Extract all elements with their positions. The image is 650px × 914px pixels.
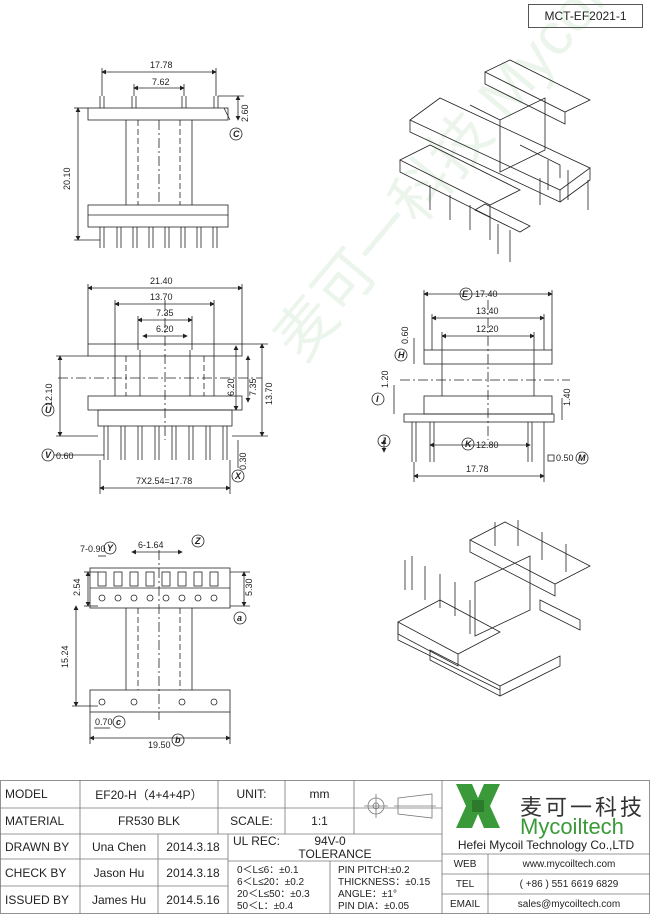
dim-side-13-40: 13.40 [476,306,499,316]
tol-4: 50＜L：±0.4 [237,900,294,912]
marker-y: Y [107,543,114,553]
tel-label: TEL [455,878,475,890]
dim-bot-15-24: 15.24 [60,645,70,668]
marker-x: X [234,471,242,481]
company-name: Hefei Mycoil Technology Co.,LTD [457,838,635,852]
model-value: EF20-H（4+4+4P） [95,787,203,802]
dim-mid-pitch: 7X2.54=17.78 [136,476,192,486]
marker-c-top: C [233,129,240,139]
email-label: EMAIL [449,898,480,910]
unit-value: mm [309,787,330,801]
check-name: Jason Hu [93,865,145,880]
dim-mid-v-6-20: 6.20 [226,378,236,396]
marker-v: V [45,450,52,460]
drawing-code: MCT-EF2021-1 [528,4,643,28]
dim-mid-x: 0.30 [238,452,248,470]
dim-side-h: 0.60 [400,326,410,344]
tol-3: 20＜L≤50：±0.3 [237,888,310,900]
dim-mid-13-70: 13.70 [150,292,173,302]
tolerance-label: TOLERANCE [298,847,372,861]
iso-view-bottom [397,520,591,697]
drawn-name: Una Chen [91,839,147,854]
material-value: FR530 BLK [117,814,181,828]
issued-date: 2014.5.16 [166,893,220,907]
check-label: CHECK BY [5,865,67,880]
dim-mid-6-20: 6.20 [156,324,174,334]
marker-c-bottom: c [116,717,121,727]
angle: ANGLE：±1° [338,888,397,900]
marker-a: a [237,613,242,623]
technical-drawing: 17.78 7.62 20.10 2.60 C 21.40 13.70 7.35… [41,59,591,750]
brand-chinese: 麦可一科技 [520,796,646,821]
dim-mid-v: 0.60 [56,451,74,461]
dim-side-k: 12.80 [476,440,499,450]
dim-bot-5-30: 5.30 [244,578,254,596]
dim-mid-width: 21.40 [150,276,173,286]
dim-mid-7-35: 7.35 [156,308,174,318]
dim-side-m: 0.50 [556,453,574,463]
model-label: MODEL [5,787,48,801]
pin-pitch: PIN PITCH:±0.2 [338,864,410,876]
company-logo-icon [456,784,500,828]
dim-side-e: 17.40 [475,289,498,299]
drawn-label: DRAWN BY [5,839,70,854]
marker-e: E [462,289,469,299]
web-label: WEB [453,858,477,870]
front-view [41,284,268,494]
dim-side-1-40: 1.40 [562,388,572,406]
dim-top-pin: 2.60 [240,104,250,122]
tel-value: ( +86 ) 551 6619 6829 [519,878,619,890]
iso-view-top [399,59,591,262]
marker-m: M [578,453,586,463]
issued-label: ISSUED BY [5,893,70,907]
unit-label: UNIT: [236,787,267,801]
ulrec-value: 94V-0 [314,834,346,848]
marker-i: I [376,394,379,404]
material-label: MATERIAL [5,814,65,828]
side-view [371,287,589,482]
title-block: MODEL EF20-H（4+4+4P） UNIT: mm MATERIAL F… [0,776,650,914]
dim-bot-b: 19.50 [148,740,171,750]
dim-mid-v-13-70: 13.70 [264,382,274,405]
dim-bot-2-54: 2.54 [72,578,82,596]
marker-k: K [465,439,473,449]
dim-top-height: 20.10 [62,167,72,190]
marker-u: U [45,405,52,415]
dim-mid-height: 12.10 [44,383,54,406]
scale-value: 1:1 [311,814,328,828]
top-view [74,68,244,248]
web-link[interactable]: www.mycoiltech.com [522,858,616,870]
marker-b: b [175,735,181,745]
scale-label: SCALE: [230,814,273,828]
dim-top-width: 17.78 [150,60,173,70]
tol-2: 6＜L≤20：±0.2 [237,876,305,888]
dim-mid-v-7-35: 7.35 [248,378,258,396]
dim-side-17-78: 17.78 [466,464,489,474]
dim-bot-z: 6-1.64 [138,540,164,550]
bottom-view [72,534,250,747]
marker-z: Z [194,536,201,546]
issued-name: James Hu [91,893,147,907]
dim-side-12-20: 12.20 [476,324,499,334]
marker-h: H [398,350,405,360]
dim-side-i: 1.20 [380,370,390,388]
dim-top-inner: 7.62 [152,77,170,87]
check-date: 2014.3.18 [166,865,220,880]
brand-english: Mycoiltech [520,814,624,839]
ulrec-label: UL REC: [233,834,280,848]
email-link[interactable]: sales@mycoiltech.com [517,898,621,910]
tol-1: 0＜L≤6：±0.1 [237,864,299,876]
dim-bot-y: 7-0.90 [80,544,106,554]
marker-j: J [381,436,387,446]
drawn-date: 2014.3.18 [166,839,220,854]
dim-bot-c: 0.70 [95,717,113,727]
thickness: THICKNESS：±0.15 [338,876,431,888]
pin-dia: PIN DIA：±0.05 [338,900,410,912]
